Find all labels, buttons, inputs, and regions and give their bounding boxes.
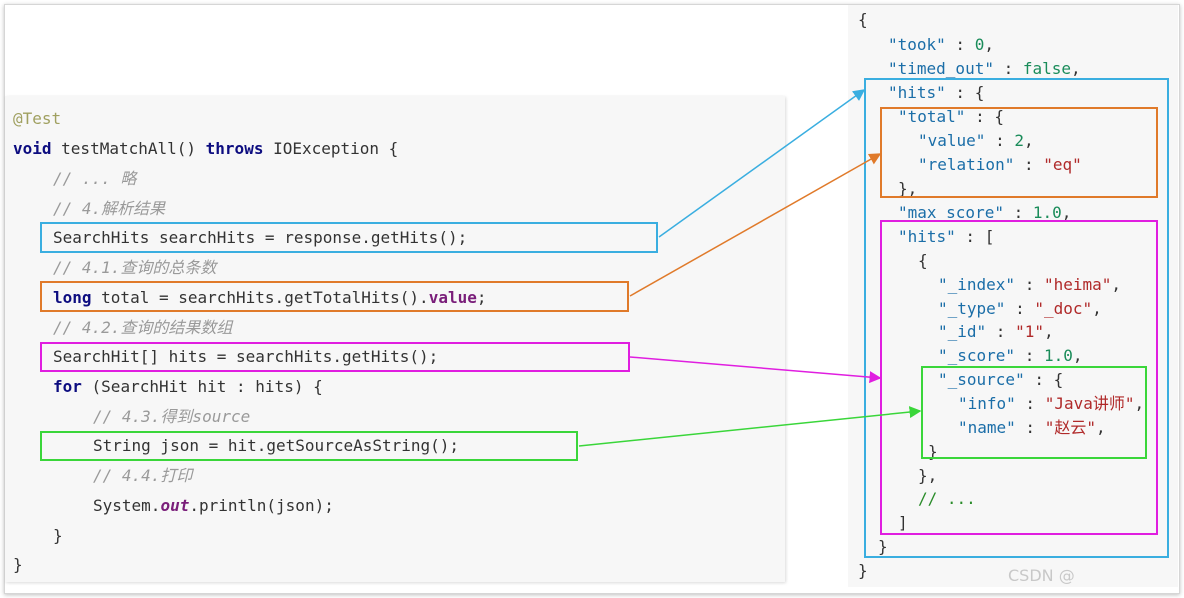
value-name: "赵云": [1044, 418, 1096, 437]
key-index: "_index": [938, 275, 1016, 294]
json-total: "total" : {: [898, 107, 1004, 126]
method-signature: void testMatchAll() throws IOException {: [13, 139, 398, 159]
keyword-void: void: [13, 139, 52, 158]
highlight-box-json-string: [40, 431, 578, 461]
json-close-item: },: [918, 466, 938, 485]
value-timed-out: false: [1022, 59, 1072, 78]
print-call: .println(json);: [189, 496, 334, 515]
value-id: "1": [1015, 322, 1044, 341]
annotation-test: @Test: [13, 109, 62, 128]
arrow-search-hits: [658, 89, 866, 238]
value-index: "heima": [1043, 275, 1112, 294]
code-hits-array: SearchHit[] hits = searchHits.getHits();: [53, 347, 439, 366]
key-timed-out: "timed_out": [888, 59, 994, 78]
key-inner-hits: "hits": [898, 227, 956, 246]
highlight-box-json-source: [921, 366, 1147, 459]
java-code-panel: [5, 96, 785, 582]
json-close-root: }: [858, 561, 868, 580]
close-for-brace: }: [53, 526, 63, 545]
json-relation: "relation" : "eq": [918, 155, 1082, 174]
key-name: "name": [958, 418, 1016, 437]
json-timed-out: "timed_out" : false,: [888, 59, 1081, 78]
code-json-string: String json = hit.getSourceAsString();: [93, 436, 460, 455]
json-index: "_index" : "heima",: [938, 275, 1122, 294]
json-hits: "hits" : {: [888, 83, 985, 102]
arrow-hits-array: [629, 356, 882, 384]
value-info: "Java讲师": [1044, 394, 1135, 413]
json-open-item: {: [918, 251, 928, 270]
value-type: "_doc": [1034, 299, 1093, 318]
key-source: "_source": [938, 370, 1025, 389]
value-max-score: 1.0: [1032, 203, 1062, 222]
comment-print: // 4.4.打印: [93, 466, 193, 485]
highlight-box-json-total: [880, 107, 1158, 198]
comment-total: // 4.1.查询的总条数: [53, 258, 217, 277]
comment-omit: // ... 略: [53, 169, 137, 188]
print-system: System.: [93, 496, 161, 515]
total-expression: total = searchHits.getTotalHits().: [91, 288, 429, 307]
json-close-source: }: [928, 442, 938, 461]
json-ellipsis-comment: // ...: [918, 489, 976, 508]
keyword-for: for: [53, 377, 82, 396]
code-print: System.out.println(json);: [93, 496, 334, 516]
json-max-score: "max_score" : 1.0,: [898, 203, 1072, 222]
keyword-throws: throws: [205, 139, 264, 158]
json-type: "_type" : "_doc",: [938, 299, 1102, 318]
close-method-brace: }: [13, 555, 23, 574]
json-open-brace: {: [858, 10, 868, 29]
value-relation: "eq": [1043, 155, 1082, 174]
field-value: value: [428, 288, 477, 307]
keyword-long: long: [53, 288, 92, 307]
highlight-box-search-hits: [40, 222, 658, 253]
json-close-total: },: [898, 179, 918, 198]
json-close-hits: }: [878, 537, 888, 556]
json-name: "name" : "赵云",: [958, 418, 1106, 437]
highlight-box-total: [40, 281, 629, 312]
key-type: "_type": [938, 299, 1006, 318]
key-total: "total": [898, 107, 966, 126]
highlight-box-json-hits: [864, 78, 1169, 558]
field-out: out: [160, 496, 190, 515]
arrow-source: [578, 406, 922, 447]
comment-parse: // 4.解析结果: [53, 199, 166, 218]
key-value: "value": [918, 131, 986, 150]
exception-type: IOException {: [263, 139, 399, 158]
code-total: long total = searchHits.getTotalHits().v…: [53, 288, 487, 308]
for-header: (SearchHit hit : hits) {: [81, 377, 323, 396]
code-for-loop: for (SearchHit hit : hits) {: [53, 377, 323, 397]
json-inner-hits: "hits" : [: [898, 227, 995, 246]
json-score: "_score" : 1.0,: [938, 346, 1083, 365]
json-source: "_source" : {: [938, 370, 1064, 389]
json-value: "value" : 2,: [918, 131, 1034, 150]
comment-source: // 4.3.得到source: [93, 407, 251, 426]
method-name: testMatchAll(): [51, 139, 206, 158]
comment-array: // 4.2.查询的结果数组: [53, 318, 233, 337]
json-close-array: ]: [898, 513, 908, 532]
key-hits: "hits": [888, 83, 946, 102]
key-id: "_id": [938, 322, 987, 341]
key-info: "info": [958, 394, 1016, 413]
key-relation: "relation": [918, 155, 1015, 174]
key-took: "took": [888, 35, 946, 54]
key-max-score: "max_score": [898, 203, 1004, 222]
arrow-total: [629, 153, 882, 297]
total-semicolon: ;: [476, 288, 487, 307]
json-info: "info" : "Java讲师",: [958, 394, 1145, 413]
value-score: 1.0: [1043, 346, 1073, 365]
code-search-hits: SearchHits searchHits = response.getHits…: [53, 228, 468, 247]
value-value: 2: [1014, 131, 1024, 150]
key-score: "_score": [938, 346, 1016, 365]
json-took: "took" : 0,: [888, 35, 994, 54]
json-id: "_id" : "1",: [938, 322, 1054, 341]
value-took: 0: [974, 35, 985, 54]
watermark: CSDN @: [1008, 566, 1075, 585]
json-response-panel: [848, 5, 1178, 587]
highlight-box-hits-array: [40, 342, 630, 372]
